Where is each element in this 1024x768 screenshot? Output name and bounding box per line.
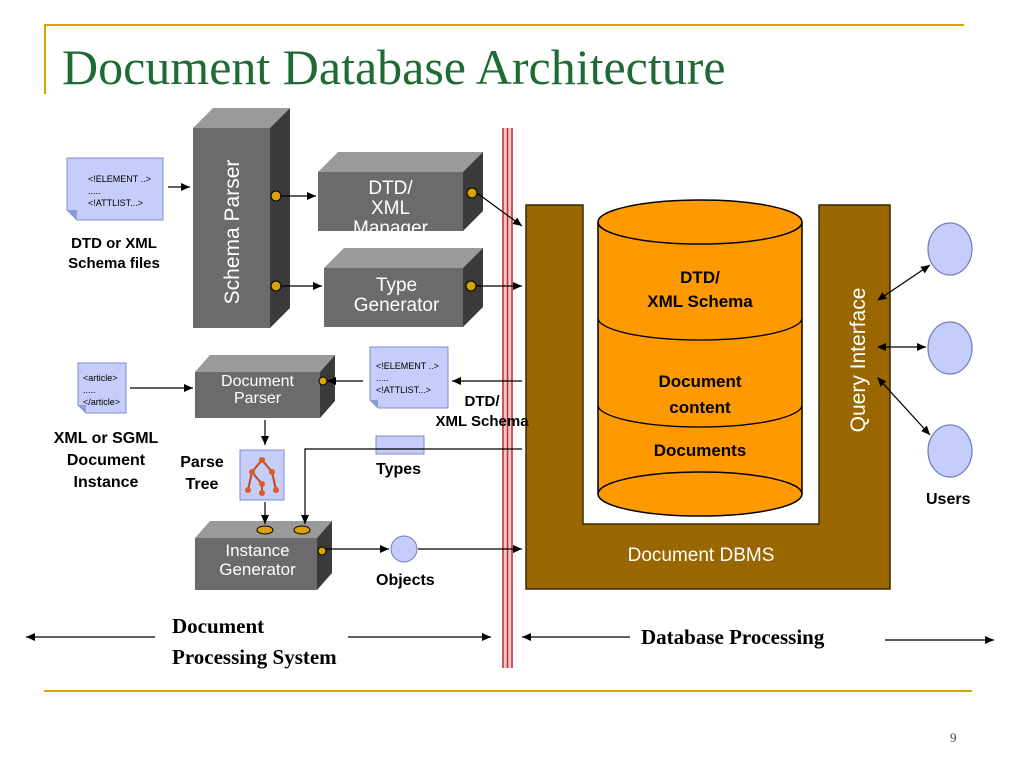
query-interface-label: Query Interface [847, 288, 870, 433]
slide-title: Document Database Architecture [62, 39, 726, 95]
page-number: 9 [950, 730, 957, 745]
schema-files-doc-icon [66, 157, 164, 221]
database-cylinder [597, 199, 803, 517]
parse-tree-label: Parse Tree [180, 454, 224, 493]
processing-system-label: Document Processing System [172, 614, 337, 669]
document-dbms-container [525, 204, 891, 590]
user-circle-2 [927, 321, 973, 375]
type-generator-box [324, 248, 483, 327]
schema-files-doc-text: <!ELEMENT ..> ..... <!ATTLIST...> [88, 174, 151, 208]
cylinder-content-label: Document content [658, 372, 742, 417]
type-generator-label: Type Generator [353, 275, 440, 316]
instance-generator-label: Instance Generator [219, 541, 296, 579]
bottom-rule [44, 690, 972, 692]
user-circle-3 [927, 424, 973, 478]
document-parser-box [195, 355, 335, 418]
schema-files-label: DTD or XML Schema files [68, 235, 160, 272]
parse-tree-icon [239, 449, 285, 501]
objects-label: Objects [376, 572, 435, 589]
cylinder-schema-label: DTD/ XML Schema [647, 268, 753, 311]
database-processing-label: Database Processing [641, 625, 825, 649]
user-circle-1 [927, 222, 973, 276]
instance-label: XML or SGML Document Instance [53, 430, 159, 491]
document-parser-label: Document Parser [221, 373, 294, 407]
instance-generator-box [195, 521, 332, 590]
cylinder-documents-label: Documents [653, 441, 747, 460]
connectors [26, 183, 994, 644]
types-box [375, 435, 425, 455]
top-rule [44, 24, 964, 26]
schema-parser-box [193, 108, 290, 328]
dtd-schema-label: DTD/ XML Schema [435, 393, 529, 430]
dtd-manager-box [318, 152, 483, 231]
dtd-doc-icon [369, 346, 449, 409]
objects-circle [390, 535, 418, 563]
dtd-doc-text: <!ELEMENT ..> ..... <!ATTLIST...> [376, 361, 439, 395]
users-label: Users [926, 491, 971, 508]
instance-doc-text: <article> ..... </article> [83, 373, 121, 407]
schema-parser-label: Schema Parser [221, 160, 244, 305]
dtd-manager-label: DTD/ XML Manager [353, 179, 428, 231]
instance-doc-icon [77, 362, 127, 414]
dbms-label: Document DBMS [627, 545, 775, 566]
types-label: Types [376, 461, 422, 478]
left-rule [44, 24, 46, 94]
